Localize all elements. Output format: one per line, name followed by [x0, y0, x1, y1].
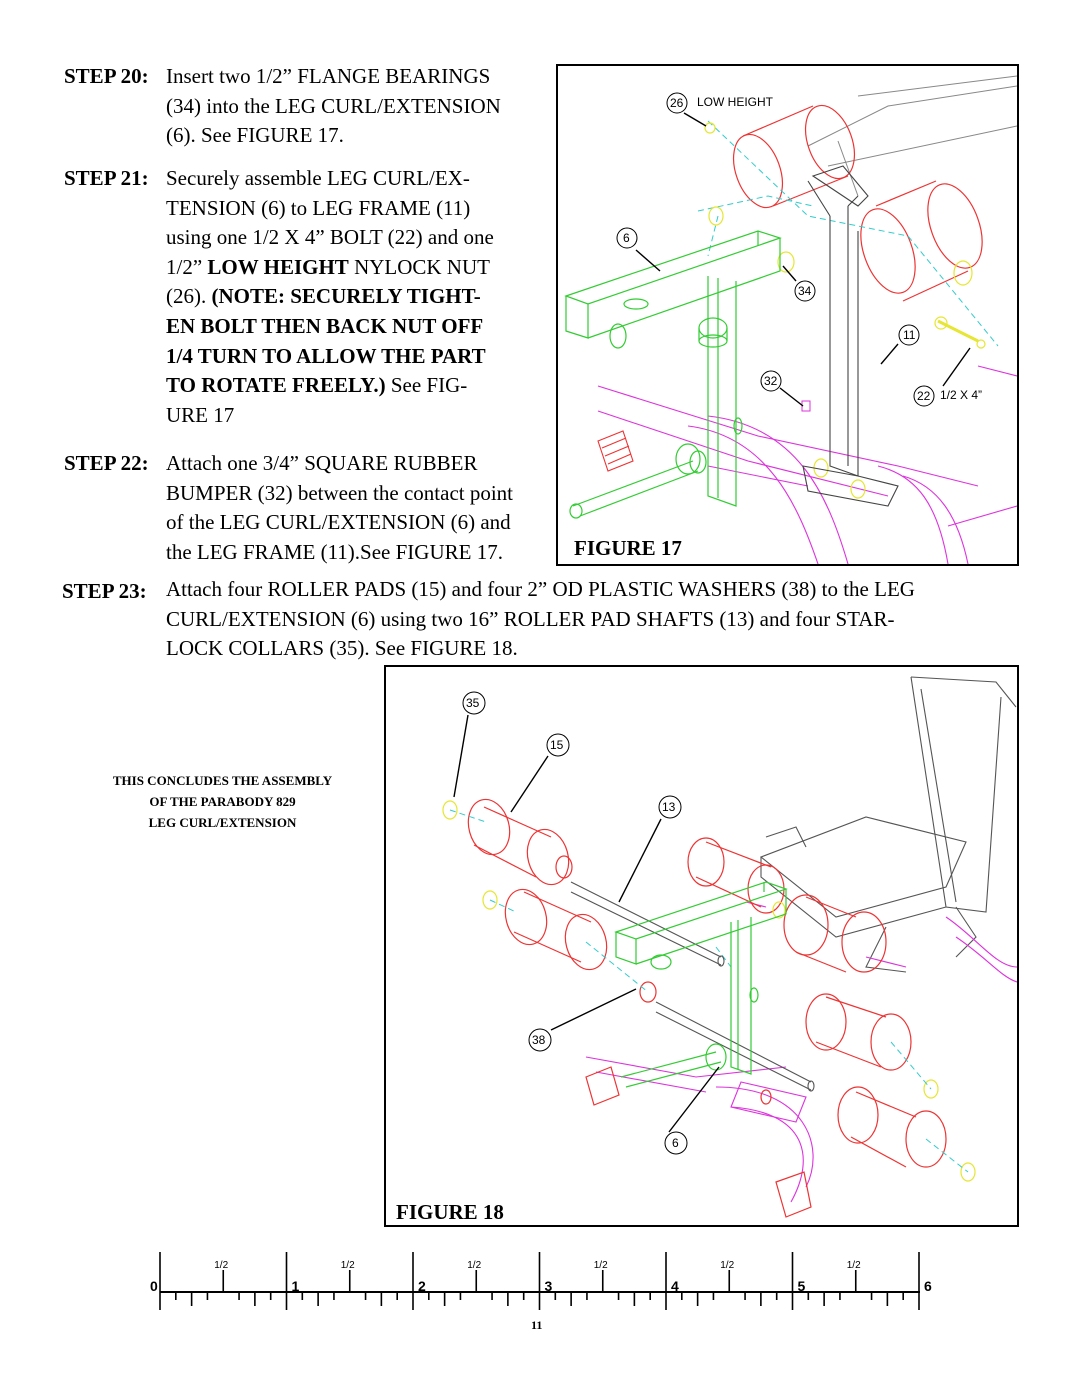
roller-pads [467, 798, 947, 1218]
ruler-half-label: 1/2 [846, 1260, 861, 1271]
small-hardware [704, 122, 986, 499]
step-23-line: CURL/EXTENSION (6) using two 16” ROLLER … [166, 606, 895, 631]
step-22-line: Attach one 3/4” SQUARE RUBBER [166, 451, 478, 475]
callout-circles [616, 92, 935, 407]
ruler-half-label: 1/2 [340, 1260, 355, 1271]
inch-ruler: 0 1/2 1 1/2 2 1/2 3 1/2 4 1/2 5 1/2 6 [150, 1240, 940, 1320]
callout-13: 13 [662, 800, 676, 814]
step-22-label: STEP 22: [64, 451, 149, 475]
conclusion-line: THIS CONCLUDES THE ASSEMBLY [112, 773, 333, 788]
figure-18-drawing [442, 676, 1017, 1218]
conclusion-line: OF THE PARABODY 829 [149, 794, 296, 809]
step-21-line: URE 17 [166, 402, 235, 427]
step-22-line: of the LEG CURL/EXTENSION (6) and [166, 510, 511, 535]
ruler-inch-label: 3 [544, 1278, 553, 1294]
page-number: 11 [531, 1318, 543, 1332]
ruler-inch-label: 1 [291, 1278, 300, 1294]
step-21-text: Securely assemble LEG CURL/EX- TENSION (… [166, 164, 548, 430]
ruler-inch-label: 0 [150, 1278, 158, 1294]
step-21-line: TENSION (6) to LEG FRAME (11) [166, 195, 471, 220]
conclusion-line: LEG CURL/EXTENSION [148, 815, 297, 830]
callout-32: 32 [764, 374, 778, 388]
callout-22: 22 [917, 389, 931, 403]
centerlines [697, 120, 999, 347]
step-20-line: (6). See FIGURE 17. [166, 123, 344, 148]
roller-pad-top [732, 104, 856, 209]
step-23-line: LOCK COLLARS (35). See FIGURE 18. [166, 636, 518, 661]
ruler-half-label: 1/2 [593, 1260, 608, 1271]
step-20-line: Insert two 1/2” FLANGE BEARINGS [166, 64, 491, 88]
roller-pad-shafts [570, 881, 815, 1092]
leader-lines [635, 112, 971, 407]
callout-38: 38 [532, 1033, 546, 1047]
step-21-line: Securely assemble LEG CURL/EX- [166, 166, 470, 190]
step-22-text: Attach one 3/4” SQUARE RUBBER BUMPER (32… [166, 449, 554, 567]
step-20-line: (34) into the LEG CURL/EXTENSION [166, 93, 501, 118]
step-22-line: the LEG FRAME (11).See FIGURE 17. [166, 539, 503, 564]
ruler-half-label: 1/2 [467, 1260, 482, 1271]
callout-35: 35 [466, 696, 480, 710]
step-20-text: Insert two 1/2” FLANGE BEARINGS (34) int… [166, 62, 550, 151]
callout-26: 26 [670, 96, 684, 110]
step-21-line: 1/2” LOW HEIGHT NYLOCK NUT [166, 254, 490, 279]
leg-curl-extension [614, 881, 788, 1088]
base-frame [597, 365, 1017, 564]
leg-frame [802, 165, 899, 507]
step-20-label: STEP 20: [64, 64, 149, 88]
step-21-line: EN BOLT THEN BACK NUT OFF [166, 313, 484, 338]
ruler-inch-label: 4 [671, 1278, 679, 1294]
step-21-label: STEP 21: [64, 166, 149, 190]
step-21-line: using one 1/2 X 4” BOLT (22) and one [166, 225, 494, 250]
callout-11: 11 [903, 328, 916, 342]
figure-17: 26 LOW HEIGHT 6 34 11 32 22 1/2 X 4” FIG… [556, 64, 1019, 566]
callout-15: 15 [550, 738, 564, 752]
callout-6: 6 [623, 231, 630, 245]
step-21-line: (26). (NOTE: SECURELY TIGHT- [166, 284, 481, 309]
figure-18: 35 15 13 38 6 FIGURE 18 [384, 665, 1019, 1227]
callout-22-text: 1/2 X 4” [940, 388, 983, 402]
ruler-inch-label: 2 [418, 1278, 426, 1294]
seat [759, 676, 1017, 973]
step-23-label: STEP 23: [62, 579, 147, 603]
rubber-foot [597, 430, 634, 472]
figure-17-drawing [564, 75, 1017, 564]
step-23-line: Attach four ROLLER PADS (15) and four 2”… [166, 577, 915, 601]
step-21-line: 1/4 TURN TO ALLOW THE PART [166, 343, 486, 368]
bumper [801, 400, 811, 412]
seat-back-outline [807, 75, 1017, 197]
callout-6: 6 [672, 1136, 679, 1150]
step-22-line: BUMPER (32) between the contact point [166, 480, 514, 505]
star-lock-collars [442, 800, 976, 1182]
callout-26-text: LOW HEIGHT [697, 95, 774, 109]
figure-17-caption: FIGURE 17 [574, 536, 682, 560]
ruler-inch-label: 5 [797, 1278, 806, 1294]
ruler-graphic [159, 1252, 920, 1310]
conclusion-note: THIS CONCLUDES THE ASSEMBLY OF THE PARAB… [70, 770, 375, 833]
step-23-text: Attach four ROLLER PADS (15) and four 2”… [166, 575, 1046, 664]
ruler-inch-label: 6 [924, 1278, 932, 1294]
step-21-line: TO ROTATE FREELY.) See FIG- [166, 373, 468, 398]
leg-curl-extension [564, 230, 782, 519]
callout-34: 34 [798, 284, 812, 298]
ruler-half-label: 1/2 [720, 1260, 735, 1271]
base-frame [585, 901, 1017, 1203]
ruler-ticks [159, 1252, 920, 1310]
centerlines [449, 809, 969, 1173]
callout-circles [462, 691, 688, 1155]
figure-18-caption: FIGURE 18 [396, 1200, 504, 1224]
roller-pad-right [860, 180, 983, 302]
leader-lines [453, 714, 720, 1133]
ruler-half-label: 1/2 [214, 1260, 229, 1271]
